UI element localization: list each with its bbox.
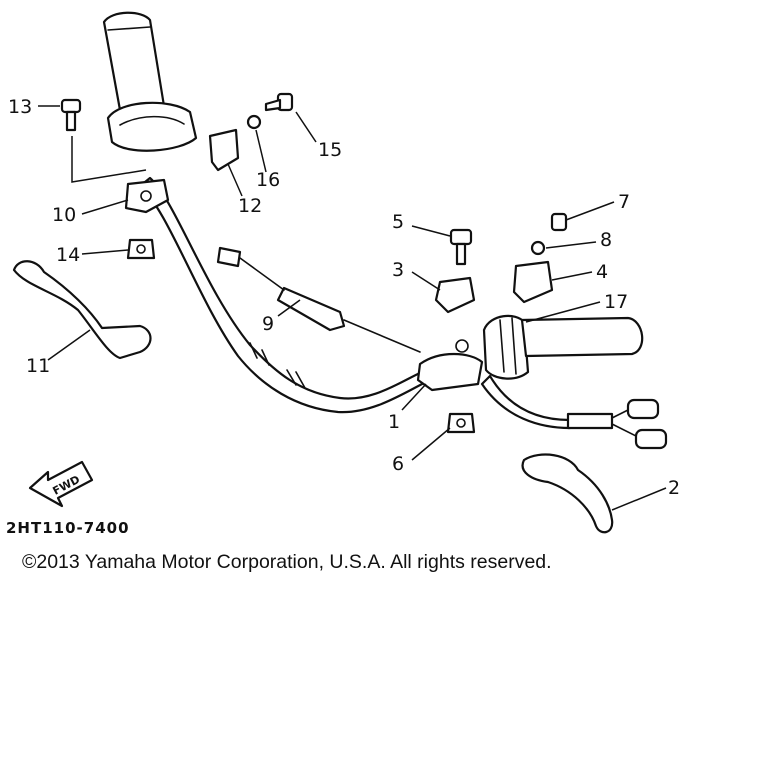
part-9-cable [216,246,421,353]
callout-10: 10 [52,204,76,226]
callout-16: 16 [256,169,280,191]
callout-4: 4 [596,261,608,283]
part-16-washer [246,114,262,130]
part-11-lever [12,260,152,360]
drawing-code: 2HT110-7400 [6,519,130,537]
part-1-bracket [416,339,484,392]
part-15-screw [264,92,294,112]
part-13-bolt [60,98,82,132]
callout-6: 6 [392,453,404,475]
callout-13: 13 [8,96,32,118]
callout-14: 14 [56,244,80,266]
part-10-bracket [124,178,170,214]
callout-15: 15 [318,139,342,161]
part-3-clamp [434,276,476,314]
callout-12: 12 [238,195,262,217]
copyright-notice: ©2013 Yamaha Motor Corporation, U.S.A. A… [22,551,552,573]
callout-labels: 13 15 16 12 10 14 11 9 5 7 8 3 4 17 1 6 … [8,96,680,499]
callout-11: 11 [26,355,50,377]
callout-1: 1 [388,411,400,433]
part-12-clamp [208,128,240,172]
part-4-clamp [512,260,554,304]
callout-9: 9 [262,313,274,335]
callout-17: 17 [604,291,628,313]
left-grip [102,11,166,118]
leader-13-10 [71,136,147,183]
throttle-housing [106,101,198,152]
callout-3: 3 [392,259,404,281]
switch-wiring [480,374,668,450]
part-6-nut [446,412,476,434]
part-2-lever [521,453,614,534]
leader-lines [38,105,667,511]
callout-8: 8 [600,229,612,251]
callout-5: 5 [392,211,404,233]
part-17-grip [482,314,644,380]
callout-2: 2 [668,477,680,499]
callout-7: 7 [618,191,630,213]
part-7-screw [550,212,568,232]
part-8-washer [530,240,546,256]
part-14-nut [126,238,156,260]
part-5-bolt [449,228,473,266]
fwd-arrow-icon: FWD [28,460,94,508]
